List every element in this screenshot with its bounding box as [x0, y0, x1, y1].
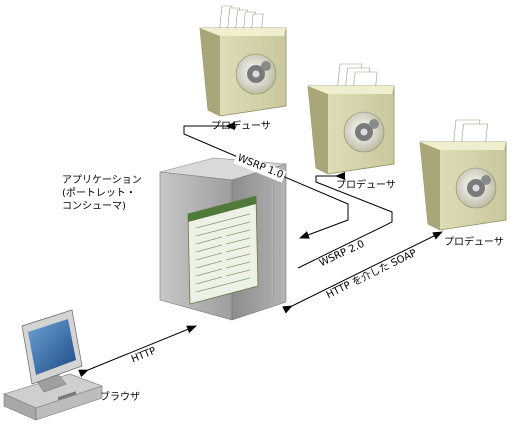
application-label-line-2: (ポートレット・ — [62, 188, 136, 199]
application-server-icon — [159, 157, 287, 321]
producer-icon-2 — [307, 63, 395, 175]
producer-label-3: プロデューサ — [444, 237, 504, 248]
browser-computer-icon — [3, 309, 103, 421]
portal-page-icon — [187, 195, 259, 305]
producer-label-2: プロデューサ — [336, 180, 396, 191]
application-label-line-1: アプリケーション — [62, 175, 142, 186]
producer-icon-1 — [199, 5, 287, 117]
application-label-line-3: コンシューマ) — [62, 201, 126, 212]
application-label: アプリケーション (ポートレット・ コンシューマ) — [62, 174, 142, 213]
soap-connector — [282, 231, 443, 314]
browser-label: ブラウザ — [100, 392, 140, 403]
http-connector — [78, 325, 197, 378]
producer-label-1: プロデューサ — [211, 121, 271, 132]
producer-icon-3 — [419, 119, 507, 231]
